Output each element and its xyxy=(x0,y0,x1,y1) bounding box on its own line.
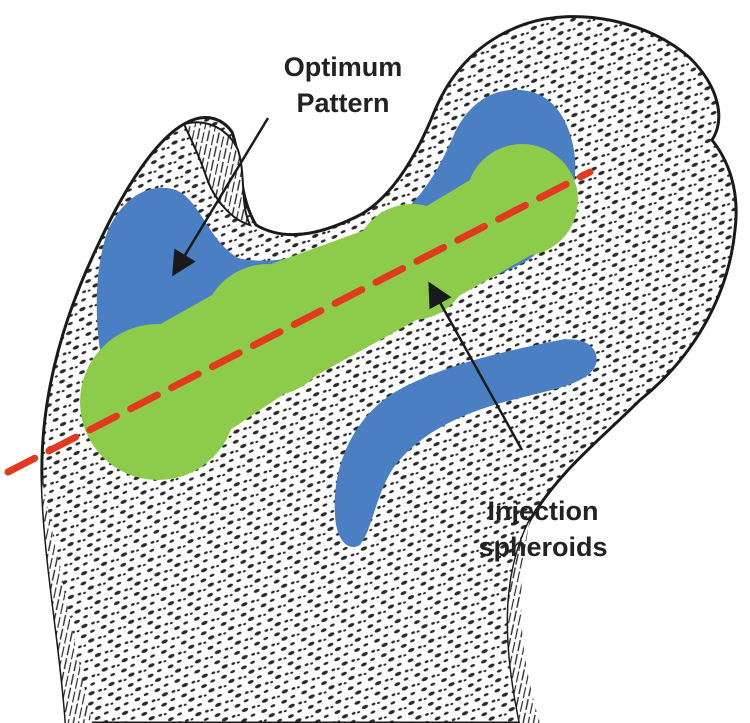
optimum-region-lower-band xyxy=(334,339,597,547)
optimum-pattern-label-line2: Pattern xyxy=(296,88,390,118)
injection-spheroids-label-line2: spheroids xyxy=(478,532,608,562)
optimum-pattern-label: Optimum Pattern xyxy=(268,49,418,121)
optimum-pattern-label-line1: Optimum xyxy=(283,52,403,82)
injection-spheroids-arrow xyxy=(428,281,524,451)
spheroid-bridge xyxy=(150,150,540,470)
injection-spheroids-label: Injection spheroids xyxy=(448,493,638,565)
axis-dashed-line xyxy=(4,168,594,476)
cortical-shaft-left xyxy=(42,480,92,723)
injection-spheroids-label-line1: Injection xyxy=(487,496,599,526)
optimum-pattern-arrow xyxy=(172,117,270,277)
greater-trochanter xyxy=(182,121,252,227)
cortical-shaft-right xyxy=(508,520,540,723)
